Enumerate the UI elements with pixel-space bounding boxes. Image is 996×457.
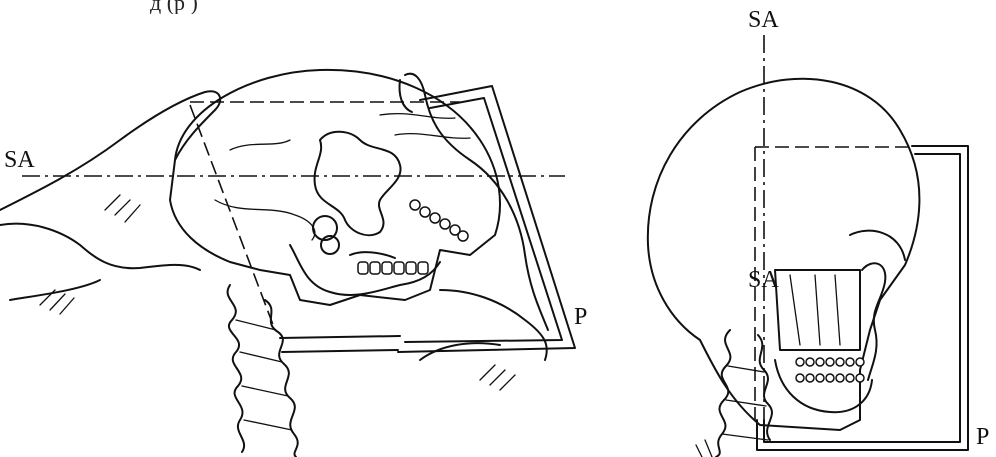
left-detector-plate <box>280 86 575 352</box>
left-cervical-spine <box>228 285 298 457</box>
right-skull <box>648 79 920 430</box>
left-positioning-illustration: SA P <box>0 70 587 457</box>
right-cervical-spine <box>696 330 772 457</box>
right-detector-plate <box>757 146 968 450</box>
left-teeth <box>358 200 468 274</box>
left-p-label: P <box>574 304 587 330</box>
right-sa-inner-label: SA <box>748 267 779 293</box>
right-teeth <box>796 358 864 382</box>
left-sa-label: SA <box>4 147 35 173</box>
right-positioning-illustration: SA SA P <box>648 7 990 457</box>
right-p-label: P <box>976 424 989 450</box>
left-oblique-dashed-line <box>190 105 275 330</box>
right-sa-top-label: SA <box>748 7 779 33</box>
left-hand-illustration <box>0 91 220 314</box>
